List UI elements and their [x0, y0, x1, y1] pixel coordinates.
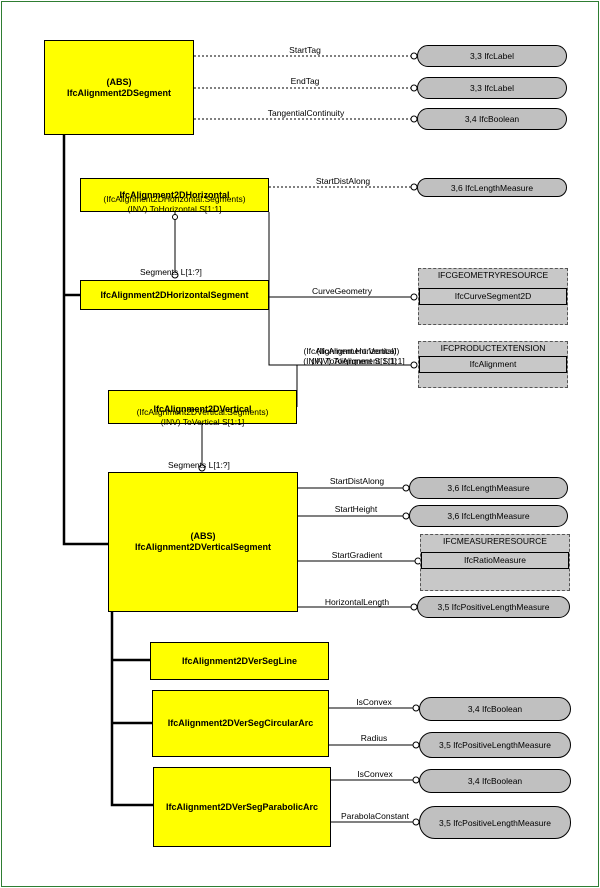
attr-label-curvegeometry: CurveGeometry [312, 286, 372, 296]
entity-ifcalignment2dvertical[interactable]: IfcAlignment2DVertical [108, 390, 297, 424]
entity-name: IfcAlignment2DVertical [153, 404, 252, 414]
schema-ifcgeometryresource[interactable]: IFCGEOMETRYRESOURCE IfcCurveSegment2D [418, 268, 568, 325]
inheritance-line-vertical-segment [110, 612, 153, 807]
end-circle [171, 271, 179, 279]
entity-ifcalignment2dsegment[interactable]: (ABS) IfcAlignment2DSegment [44, 40, 194, 135]
end-circle [410, 293, 418, 301]
entity-ifcalignment2dverticalsegment[interactable]: (ABS) IfcAlignment2DVerticalSegment [108, 472, 298, 612]
inverse-name: (INV) ToAlignment S[1:1] [303, 356, 397, 366]
attr-label-startgradient: StartGradient [331, 550, 383, 560]
end-circle [410, 361, 418, 369]
entity-ifcalignment2dversegcirculararc[interactable]: IfcAlignment2DVerSegCircularArc [152, 690, 329, 757]
inverse-name: (INV) ToHorizontal S[1:1] [127, 204, 222, 214]
entity-name: IfcAlignment2DVerSegCircularArc [167, 718, 314, 728]
inverse-label-tohorizontal: (IfcAlignment2DHorizontal.Segments) (INV… [80, 194, 269, 214]
inverse-source: (IfcAlignment2DVertical.Segments) [136, 407, 269, 417]
entity-name: IfcAlignment2DHorizontalSegment [100, 289, 249, 300]
type-ifcpositivelengthmeasure[interactable]: 3,5 IfcPositiveLengthMeasure [419, 732, 571, 758]
schema-name: IFCGEOMETRYRESOURCE [437, 270, 549, 280]
entity-ifcalignment2dhorizontalsegment[interactable]: IfcAlignment2DHorizontalSegment [80, 280, 269, 310]
schema-ifcmeasureresource[interactable]: IFCMEASURERESOURCE IfcRatioMeasure [420, 534, 570, 591]
attr-label-startdistalong: StartDistAlong [315, 176, 371, 186]
inheritance-line-main [62, 135, 108, 546]
schema-entity-ifcratiomeasure[interactable]: IfcRatioMeasure [421, 552, 569, 569]
type-ifclabel[interactable]: 3,3 IfcLabel [417, 45, 567, 67]
type-ifclengthmeasure[interactable]: 3,6 IfcLengthMeasure [417, 178, 567, 197]
schema-name: IFCPRODUCTEXTENSION [440, 343, 546, 353]
type-ifclengthmeasure[interactable]: 3,6 IfcLengthMeasure [409, 477, 568, 499]
entity-name: IfcAlignment2DVerticalSegment [134, 542, 272, 552]
end-circle [198, 464, 206, 472]
type-ifcpositivelengthmeasure[interactable]: 3,5 IfcPositiveLengthMeasure [419, 806, 571, 839]
attr-label-startheight: StartHeight [334, 504, 378, 514]
inverse-source-horizontal: (IfcAlignment.Horizontal) [303, 346, 397, 356]
attr-label-parabolaconstant: ParabolaConstant [340, 811, 410, 821]
attr-label-starttag: StartTag [289, 45, 321, 55]
abstract-marker: (ABS) [190, 531, 216, 541]
entity-ifcalignment2dverseglne[interactable]: IfcAlignment2DVerSegLine [150, 642, 329, 680]
attr-label-horizontallength: HorizontalLength [324, 597, 390, 607]
schema-ifcproductextension[interactable]: IFCPRODUCTEXTENSION IfcAlignment [418, 341, 568, 388]
schema-entity-ifcalignment[interactable]: IfcAlignment [419, 356, 567, 373]
attr-label-isconvex: IsConvex [356, 697, 392, 707]
rel-line-tohorizontal [268, 212, 416, 366]
attr-label-tangential: TangentialContinuity [267, 108, 345, 118]
type-ifclengthmeasure[interactable]: 3,6 IfcLengthMeasure [409, 505, 568, 527]
abstract-marker: (ABS) [106, 76, 132, 87]
schema-entity-ifccurvesegment2d[interactable]: IfcCurveSegment2D [419, 288, 567, 305]
entity-name: IfcAlignment2DVerSegLine [181, 655, 298, 666]
inverse-label-toalignment-overlap: (IfcAlignment.Vertical) (INV) ToAlignmen… [298, 346, 418, 366]
entity-ifcalignment2dversegparabolicarc[interactable]: IfcAlignment2DVerSegParabolicArc [153, 767, 331, 847]
schema-name: IFCMEASURERESOURCE [443, 536, 547, 546]
attr-label-startdistalong: StartDistAlong [329, 476, 385, 486]
end-circle [172, 214, 178, 220]
attr-label-segments: Segments L[1:?] [140, 267, 202, 277]
inverse-source-vertical: (IfcAlignment.Vertical) [316, 346, 400, 356]
attr-label-isconvex: IsConvex [357, 769, 393, 779]
attr-label-segments: Segments L[1:?] [168, 460, 230, 470]
entity-name: IfcAlignment2DVerSegParabolicArc [165, 801, 319, 812]
attr-label-endtag: EndTag [290, 76, 320, 86]
inverse-name: (INV) ToAlignment S[1:1] [311, 356, 405, 366]
type-ifcpositivelengthmeasure[interactable]: 3,5 IfcPositiveLengthMeasure [417, 596, 570, 618]
type-ifcboolean[interactable]: 3,4 IfcBoolean [419, 697, 571, 721]
entity-name: IfcAlignment2DSegment [66, 87, 171, 98]
entity-name: IfcAlignment2DHorizontal [119, 190, 230, 200]
entity-ifcalignment2dhorizontal[interactable]: IfcAlignment2DHorizontal [80, 178, 269, 212]
inverse-name: (INV) ToVertical S[1:1] [160, 417, 245, 427]
type-ifclabel[interactable]: 3,3 IfcLabel [417, 77, 567, 99]
attr-label-radius: Radius [360, 733, 388, 743]
type-ifcboolean[interactable]: 3,4 IfcBoolean [419, 769, 571, 793]
inverse-source: (IfcAlignment2DHorizontal.Segments) [103, 194, 246, 204]
inverse-label-toalignment: (IfcAlignment.Horizontal) (INV) ToAlignm… [285, 346, 415, 366]
inverse-label-tovertical: (IfcAlignment2DVertical.Segments) (INV) … [108, 407, 297, 427]
type-ifcboolean[interactable]: 3,4 IfcBoolean [417, 108, 567, 130]
